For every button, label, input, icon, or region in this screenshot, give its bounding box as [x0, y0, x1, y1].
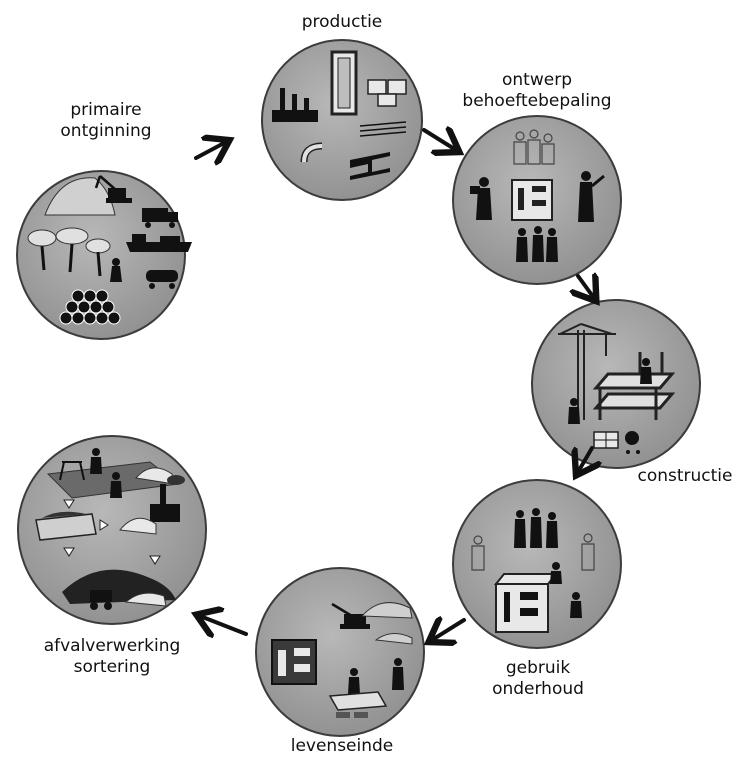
arrow-primary-to-production [194, 142, 226, 158]
woodcutter-icon [110, 258, 122, 282]
label-primary-line2: ontginning [60, 121, 152, 141]
building-block-icon [271, 639, 317, 685]
label-use: gebruik onderhoud [478, 658, 598, 700]
label-waste: afvalverwerking sortering [22, 636, 202, 678]
arrow-construction-to-use [578, 446, 592, 472]
family-icon [514, 508, 558, 548]
arrow-right-icon [99, 519, 109, 531]
factory-icon [272, 88, 318, 122]
label-design-line2: behoeftebepaling [462, 91, 612, 111]
rubble-pile-icon [360, 602, 413, 645]
arrow-use-to-end-of-life [432, 620, 466, 640]
loader-icon [90, 590, 112, 610]
tanker-wagon-icon [146, 270, 178, 289]
label-production: productie [282, 12, 402, 33]
occupants-outline-icon [471, 533, 595, 571]
workers-icon [568, 358, 652, 424]
panels-icon [328, 691, 388, 718]
label-construction: constructie [630, 466, 740, 487]
plates-icon [359, 121, 407, 137]
label-use-line2: onderhoud [492, 679, 584, 699]
clients-icon [516, 226, 558, 262]
production-icons [272, 50, 407, 180]
trees-icon [27, 227, 111, 277]
label-waste-line1: afvalverwerking [43, 636, 181, 656]
end-of-life-icons [271, 602, 413, 718]
concrete-frame-icon [592, 352, 676, 420]
arrow-production-to-design [422, 130, 456, 150]
excavator-icon [94, 175, 132, 203]
crane-icon [558, 323, 616, 420]
building-model-icon [511, 179, 553, 221]
bricks-icon [593, 431, 619, 449]
label-production-line1: productie [301, 12, 383, 32]
design-icons [470, 129, 605, 262]
label-end-of-life: levenseinde [282, 736, 402, 757]
cement-mixer-icon [625, 431, 640, 454]
waste-processing-icons [35, 448, 185, 610]
log-pile-icon [59, 289, 121, 325]
label-primary-line1: primaire [70, 100, 142, 120]
barrier-icon [59, 461, 85, 481]
construction-icons [558, 323, 676, 454]
label-waste-line2: sortering [73, 657, 151, 677]
arrow-design-to-construction [578, 276, 594, 298]
truck-icon [142, 208, 178, 228]
presenter-icon [578, 171, 605, 222]
demolition-excavator-icon [331, 602, 370, 629]
label-end-of-life-line1: levenseinde [290, 736, 394, 756]
incinerator-icon [150, 475, 185, 522]
use-icons [471, 508, 595, 633]
label-design-line1: ontwerp [502, 70, 572, 90]
steel-beam-icon [350, 152, 390, 180]
blocks-icon [367, 79, 407, 107]
window-frame-icon [330, 50, 358, 116]
label-primary: primaire ontginning [46, 100, 166, 142]
house-icon [493, 573, 559, 633]
architect-icon [470, 177, 492, 220]
ship-icon [126, 234, 192, 252]
label-design: ontwerp behoeftebepaling [452, 70, 622, 112]
label-use-line1: gebruik [505, 658, 571, 678]
container-icon [35, 511, 97, 541]
arrow-end-of-life-to-waste [200, 616, 248, 634]
people-group-outline-icon [513, 129, 555, 165]
maintenance-worker-icon [550, 562, 582, 618]
label-construction-line1: constructie [637, 466, 733, 486]
pipe-elbow-icon [300, 142, 323, 163]
waste-workers-icon [90, 448, 122, 498]
sorting-workers-icon [348, 658, 404, 694]
arrow-down-icon [63, 499, 161, 565]
primary-extraction-icons [27, 175, 192, 325]
